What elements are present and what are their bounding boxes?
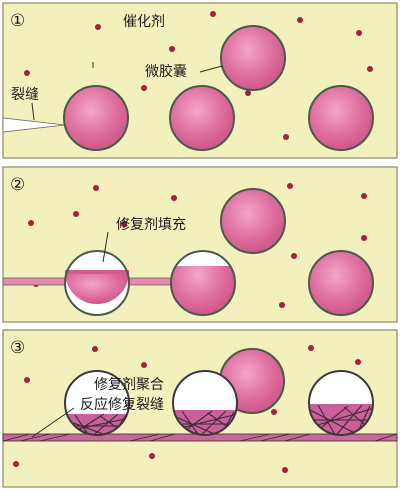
panel-1: ① 催化剂 微胶囊 裂缝 xyxy=(2,2,398,159)
catalyst-label: 催化剂 xyxy=(123,14,165,30)
panel-3-step-number: ③ xyxy=(10,338,25,358)
panel-2: ② 修复剂填充 xyxy=(2,166,398,323)
panel-3-capsule-2 xyxy=(172,370,238,436)
panel-1-capsule-top xyxy=(220,25,286,91)
capsule-label: 微胶囊 xyxy=(145,63,187,80)
panel-1-capsule-1 xyxy=(63,85,129,151)
panel-2-capsule-3 xyxy=(308,250,374,316)
panel-2-fill-leader xyxy=(102,231,109,263)
panel-1-capsule-leader xyxy=(199,65,223,73)
fill-label: 修复剂填充 xyxy=(116,216,186,233)
panel-3-capsule-1 xyxy=(64,370,130,436)
panel-3-capsule-3 xyxy=(308,370,374,436)
panel-1-capsule-2 xyxy=(169,85,235,151)
panel-2-capsule-1 xyxy=(64,250,130,316)
panel-2-step-number: ② xyxy=(10,175,25,195)
panel-3-polymer-leader xyxy=(31,407,75,438)
panel-1-crack-leader xyxy=(31,102,35,121)
panel-1-step-number: ① xyxy=(10,11,25,31)
polymer-label-line-1: 修复剂聚合 xyxy=(94,376,164,393)
panel-1-crack xyxy=(2,117,66,133)
panel-2-capsule-top xyxy=(220,188,286,254)
crack-label: 裂缝 xyxy=(11,87,39,103)
panel-3-crack-network xyxy=(2,433,398,442)
panel-3: ③ xyxy=(2,329,398,488)
panel-2-capsule-2 xyxy=(170,250,236,316)
polymer-label-line-2: 反应修复裂缝 xyxy=(80,396,164,413)
panel-1-catalyst-dots xyxy=(24,11,373,140)
panel-1-capsule-3 xyxy=(308,85,374,151)
